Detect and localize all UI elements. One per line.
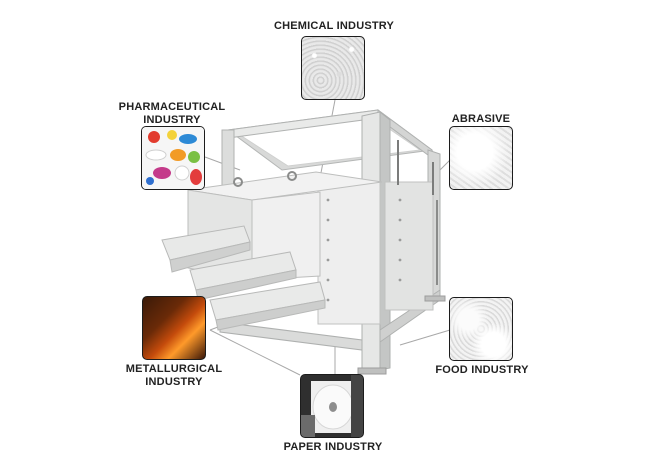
food-powder-icon: [449, 297, 513, 361]
label-pharmaceutical-line1: PHARMACEUTICAL: [118, 101, 226, 113]
label-metallurgical-line2: INDUSTRY: [145, 376, 203, 388]
label-chemical-industry: CHEMICAL INDUSTRY: [273, 20, 395, 32]
paper-roll-icon: [300, 374, 364, 438]
connector-food: [399, 329, 451, 346]
label-abrasive: ABRASIVE: [451, 113, 511, 125]
label-food-industry: FOOD INDUSTRY: [435, 364, 529, 376]
label-pharmaceutical-line2: INDUSTRY: [143, 114, 201, 126]
molten-metal-icon: [142, 296, 206, 360]
chemical-powder-icon: [301, 36, 365, 100]
label-metallurgical-line1: METALLURGICAL: [125, 363, 223, 375]
paper-roll-illustration: [301, 375, 363, 437]
pills-icon: [141, 126, 205, 190]
label-paper-industry: PAPER INDUSTRY: [283, 441, 383, 453]
pills-illustration: [142, 127, 204, 189]
abrasive-grain-icon: [449, 126, 513, 190]
connector-metal-paper: [209, 329, 301, 376]
